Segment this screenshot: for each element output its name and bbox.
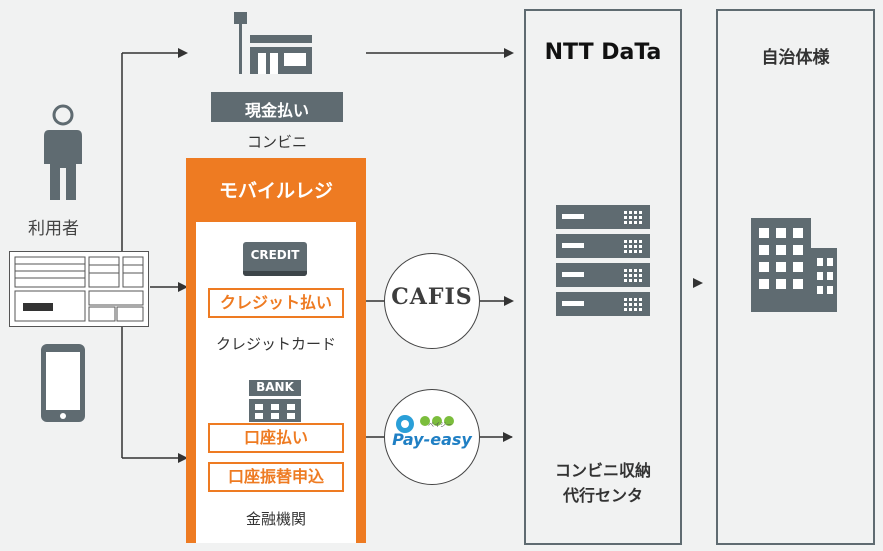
credit-payment-pill: クレジット払い	[208, 288, 344, 318]
cafis-circle	[384, 253, 480, 349]
server-rack-icon	[556, 205, 650, 316]
convenience-store-icon	[234, 12, 312, 74]
credit-card-label: クレジットカード	[215, 335, 336, 353]
credit-icon-text: CREDIT	[250, 248, 300, 262]
credit-card-icon	[243, 242, 307, 276]
ntt-data-column	[524, 9, 682, 545]
cash-payment-badge	[211, 92, 343, 122]
bank-icon-text: BANK	[256, 380, 294, 394]
payeasy-small-text: ペイジー	[428, 422, 453, 429]
smartphone-icon	[41, 344, 85, 422]
financial-institution-label: 金融機関	[245, 510, 306, 528]
ntt-caption-line1: コンビニ収納	[554, 461, 651, 480]
mobile-register-title: モバイルレジ	[218, 180, 333, 202]
credit-card-stripe	[243, 271, 307, 276]
person-icon	[44, 104, 82, 200]
arrow-ntt-to-government	[693, 278, 703, 288]
account-transfer-pill: 口座振替申込	[208, 462, 344, 492]
payeasy-logo: Pay-easy	[392, 430, 472, 449]
account-payment-pill: 口座払い	[208, 423, 344, 453]
convenience-label: コンビニ	[246, 133, 307, 151]
government-title: 自治体様	[761, 48, 830, 68]
payeasy-logo-mark	[396, 415, 454, 433]
cafis-logo: CAFIS	[391, 284, 473, 310]
government-column	[716, 9, 875, 545]
ntt-data-logo: NTT DaTa	[544, 40, 662, 65]
payeasy-circle	[384, 389, 480, 485]
office-building-icon	[751, 218, 837, 312]
user-label: 利用者	[28, 219, 79, 239]
ntt-caption-line2: 代行センタ	[562, 486, 643, 505]
payment-form-icon	[9, 251, 149, 327]
bank-building-icon	[249, 380, 301, 422]
cash-payment-label: 現金払い	[244, 101, 309, 120]
